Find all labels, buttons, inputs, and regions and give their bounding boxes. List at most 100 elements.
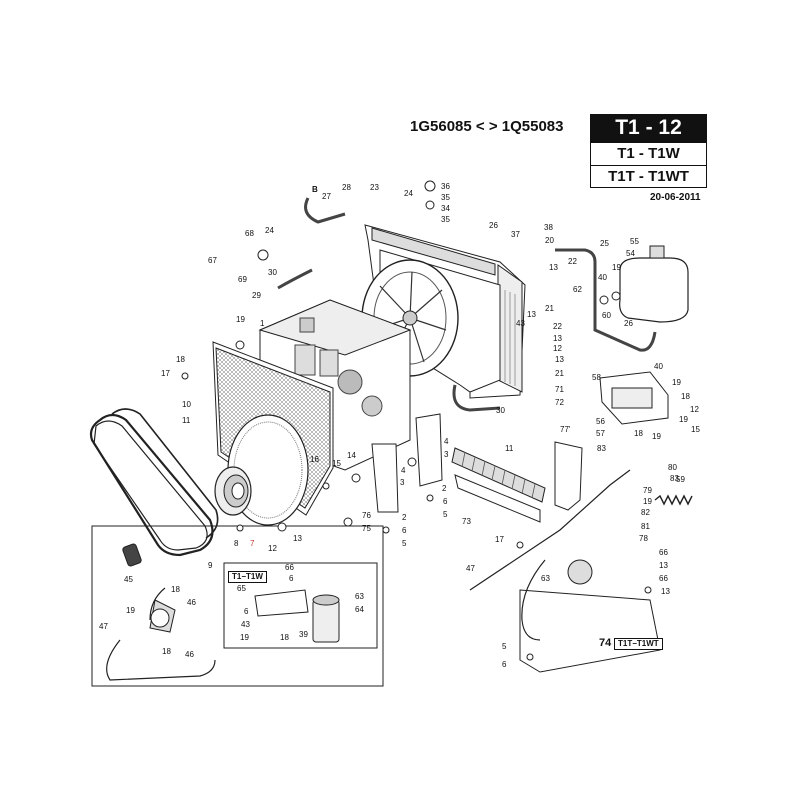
model-line-1: T1 - T1W <box>617 145 680 162</box>
callout-number: 24 <box>404 189 413 198</box>
heater-grille <box>451 447 546 503</box>
callout-number: 25 <box>600 239 609 248</box>
callout-number: 12 <box>553 344 562 353</box>
revision-date: 20-06-2011 <box>650 192 701 203</box>
callout-number: 56 <box>596 417 605 426</box>
tank-bracket <box>599 371 669 425</box>
callout-number: 36 <box>441 182 450 191</box>
callout-number: 14 <box>347 451 356 460</box>
callout-number: 83 <box>597 444 606 453</box>
callout-number: 21 <box>545 304 554 313</box>
callout-number: 26 <box>489 221 498 230</box>
callout-number: 73 <box>462 517 471 526</box>
callout-number: 13 <box>293 534 302 543</box>
callout-number: 40 <box>654 362 663 371</box>
table-code-badge: T1 - 12 <box>590 114 707 142</box>
callout-number: 66 <box>285 563 294 572</box>
callout-number: 9 <box>208 561 213 570</box>
callout-number: 23 <box>370 183 379 192</box>
callout-number: 64 <box>355 605 364 614</box>
v-belts <box>89 408 219 557</box>
callout-number: 60 <box>602 311 611 320</box>
callout-number: 65 <box>237 584 246 593</box>
callout-number: 34 <box>441 204 450 213</box>
callout-number: 81 <box>641 522 650 531</box>
callout-number: 38 <box>544 223 553 232</box>
drive-pulley <box>214 466 252 516</box>
expansion-tank <box>619 245 689 323</box>
callout-number: 13 <box>553 334 562 343</box>
callout-number: 18 <box>176 355 185 364</box>
callout-number: 47 <box>99 622 108 631</box>
variant-label-t1t-t1wt: T1T−T1WT <box>614 638 663 650</box>
callout-number: 59 <box>676 475 685 484</box>
callout-number: 6 <box>502 660 507 669</box>
callout-number: 2 <box>402 513 407 522</box>
callout-number: 71 <box>555 385 564 394</box>
callout-number: 17 <box>161 369 170 378</box>
callout-number: 57 <box>596 429 605 438</box>
callout-number: 35 <box>441 215 450 224</box>
throttle-lever-detail <box>122 543 176 633</box>
oil-filter-detail <box>254 589 340 643</box>
callout-number: 6 <box>289 574 294 583</box>
callout-number: 35 <box>441 193 450 202</box>
callout-number: 19 <box>612 263 621 272</box>
callout-number: 7 <box>250 539 255 548</box>
callout-number: 63 <box>355 592 364 601</box>
callout-number: 20 <box>545 236 554 245</box>
callout-number: B <box>312 185 318 194</box>
callout-number: 54 <box>626 249 635 258</box>
callout-number: 1 <box>260 319 265 328</box>
callout-number: 18 <box>162 647 171 656</box>
callout-number: 29 <box>252 291 261 300</box>
callout-number: 67 <box>208 256 217 265</box>
callout-number: 22 <box>568 257 577 266</box>
callout-number: 12 <box>268 544 277 553</box>
callout-number: 58 <box>592 373 601 382</box>
callout-number: 13 <box>659 561 668 570</box>
callout-number: 5 <box>402 539 407 548</box>
callout-number: 3 <box>400 478 405 487</box>
callout-74: 74 <box>599 637 612 649</box>
callout-number: 46 <box>185 650 194 659</box>
callout-number: 6 <box>402 526 407 535</box>
callout-number: 19 <box>236 315 245 324</box>
callout-number: 66 <box>659 574 668 583</box>
callout-number: 28 <box>342 183 351 192</box>
callout-number: 15 <box>691 425 700 434</box>
callout-number: 4 <box>401 466 406 475</box>
callout-number: 15 <box>332 459 341 468</box>
callout-number: 80 <box>668 463 677 472</box>
callout-number: 6 <box>244 607 249 616</box>
callout-number: 18 <box>634 429 643 438</box>
callout-number: 18 <box>280 633 289 642</box>
callout-number: 47 <box>466 564 475 573</box>
engine-mount-brackets <box>371 413 541 523</box>
throttle-plate <box>519 559 661 673</box>
callout-number: 10 <box>182 400 191 409</box>
callout-number: 30 <box>496 406 505 415</box>
callout-number: 17 <box>495 535 504 544</box>
throttle-bracket <box>554 441 583 511</box>
callout-number: 83 <box>670 474 679 483</box>
callout-number: 19 <box>643 497 652 506</box>
callout-number: 45 <box>124 575 133 584</box>
fasteners <box>181 180 652 661</box>
callout-number: 63 <box>541 574 550 583</box>
callout-number: 4 <box>444 437 449 446</box>
coolant-hoses <box>277 197 657 412</box>
callout-number: 11 <box>182 416 191 425</box>
callout-number: 19 <box>126 606 135 615</box>
callout-number: 13 <box>549 263 558 272</box>
serial-range: 1G56085 < > 1Q55083 <box>410 118 564 135</box>
callout-number: 19 <box>679 415 688 424</box>
callout-number: 18 <box>681 392 690 401</box>
callout-number: 40 <box>598 273 607 282</box>
callout-number: 43 <box>516 319 525 328</box>
callout-number: 24 <box>265 226 274 235</box>
callout-number: 75 <box>362 524 371 533</box>
